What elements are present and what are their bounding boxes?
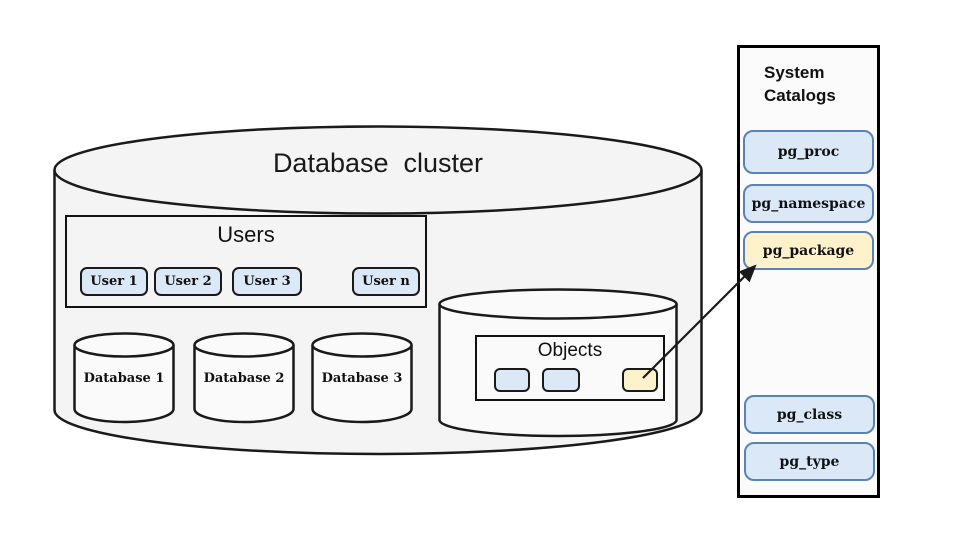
database-2-cylinder [193, 332, 295, 424]
catalog-pg-class: pg_class [744, 395, 875, 434]
database-2-label: Database 2 [203, 371, 285, 386]
catalog-pg-proc: pg_proc [743, 130, 874, 174]
database-cluster-label: Database cluster [272, 148, 484, 178]
user-2-box: User 2 [154, 267, 222, 296]
database-3-label: Database 3 [321, 371, 403, 386]
object-chip-2 [542, 368, 580, 392]
users-box: Users User 1 User 2 User 3 User n [65, 215, 427, 308]
database-3-cylinder [311, 332, 413, 424]
user-1-box: User 1 [80, 267, 148, 296]
database-1-label: Database 1 [83, 371, 165, 386]
objects-title: Objects [537, 340, 603, 361]
system-catalogs-title: System Catalogs [764, 63, 836, 105]
catalog-pg-package-highlighted: pg_package [743, 231, 874, 270]
package-link-arrow [642, 264, 757, 379]
catalog-pg-type: pg_type [744, 442, 875, 481]
users-title: Users [217, 222, 275, 247]
user-n-box: User n [352, 267, 420, 296]
object-chip-package-highlighted [622, 368, 658, 392]
objects-box: Objects [475, 335, 665, 401]
user-3-box: User 3 [232, 267, 302, 296]
database-1-cylinder [73, 332, 175, 424]
system-catalogs-panel: System Catalogs pg_proc pg_namespace pg_… [737, 45, 880, 498]
object-chip-1 [494, 368, 530, 392]
catalog-pg-namespace: pg_namespace [743, 184, 874, 223]
